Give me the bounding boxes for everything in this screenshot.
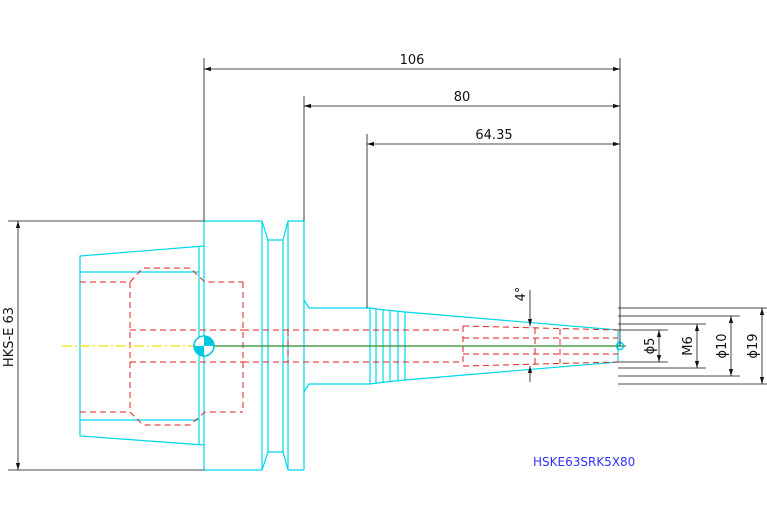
taper-bottom — [369, 361, 619, 385]
v-groove-top — [261, 220, 304, 241]
neck-top — [303, 299, 370, 309]
dim-gauge-length: 80 — [454, 90, 471, 105]
dim-tip-dia: ϕ10 — [715, 333, 730, 358]
dim-shank-label: HKS-E 63 — [2, 307, 17, 367]
datum-symbol — [193, 335, 215, 357]
dim-bore-dia: ϕ5 — [643, 338, 658, 355]
neck-bottom — [303, 383, 370, 393]
dim-taper-angle: 4° — [514, 287, 529, 302]
dim-taper-length: 64.35 — [475, 128, 512, 143]
dim-thread: M6 — [681, 336, 696, 356]
dim-body-dia: ϕ19 — [746, 333, 761, 358]
v-groove-bottom — [261, 451, 304, 471]
taper-top — [369, 307, 619, 331]
dimension-lines — [8, 58, 767, 471]
hidden-lines — [80, 267, 619, 426]
dim-overall-length: 106 — [400, 53, 425, 68]
part-number-label: HSKE63SRK5X80 — [533, 455, 635, 469]
